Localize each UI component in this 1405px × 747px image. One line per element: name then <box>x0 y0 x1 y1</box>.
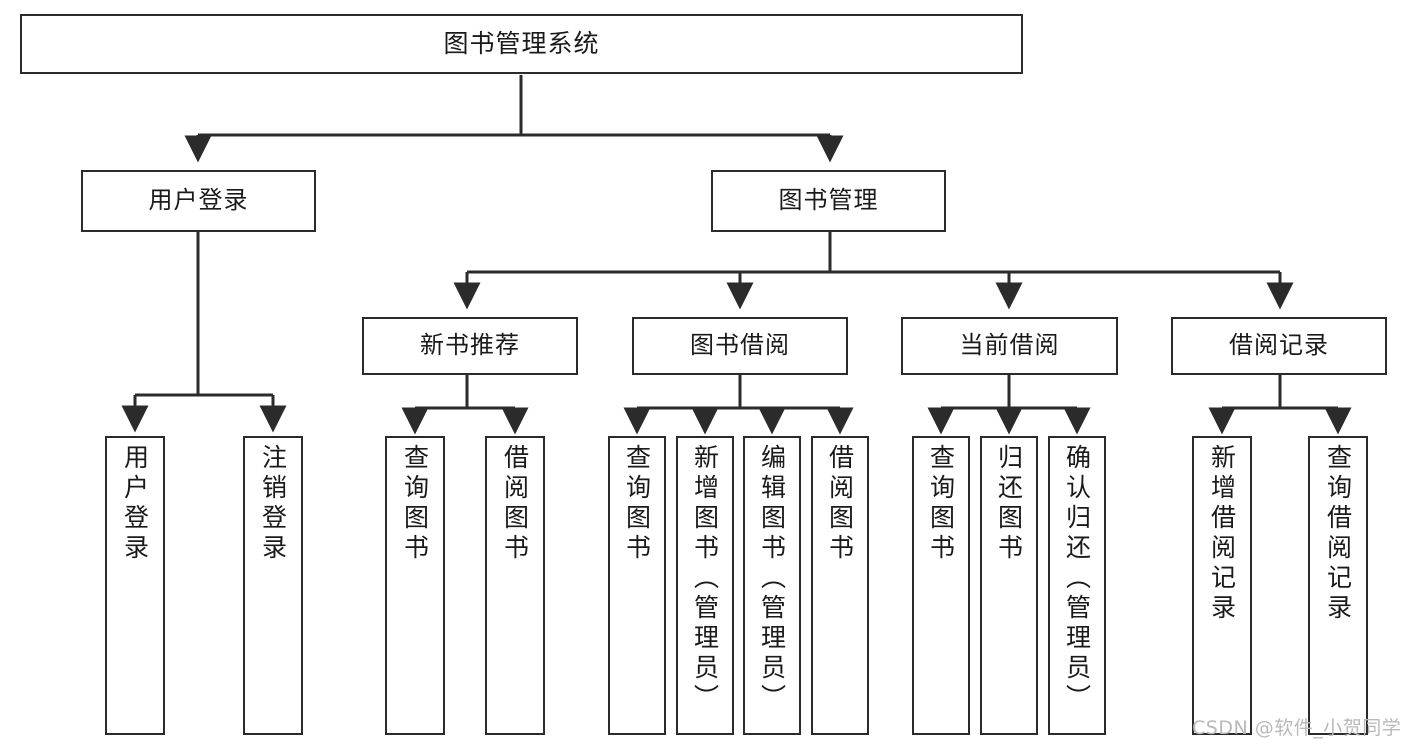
node-new-book-recommend-label: 新书推荐 <box>420 331 520 360</box>
node-leaf-user-login-label: 用户登录 <box>120 444 150 564</box>
node-leaf-add-book-admin-label: 新增图书（管理员） <box>690 444 720 714</box>
node-leaf-user-login[interactable]: 用户登录 <box>105 436 165 735</box>
node-leaf-query-book-1-label: 查询图书 <box>400 444 430 564</box>
node-new-book-recommend[interactable]: 新书推荐 <box>362 317 578 375</box>
node-leaf-return-book-label: 归还图书 <box>994 444 1024 564</box>
node-book-management[interactable]: 图书管理 <box>711 170 946 232</box>
node-root[interactable]: 图书管理系统 <box>20 14 1023 74</box>
node-user-login-label: 用户登录 <box>148 186 249 215</box>
node-leaf-confirm-return-admin[interactable]: 确认归还（管理员） <box>1048 436 1106 735</box>
node-leaf-edit-book-admin[interactable]: 编辑图书（管理员） <box>743 436 801 735</box>
node-leaf-query-book-1[interactable]: 查询图书 <box>385 436 445 735</box>
node-leaf-borrow-book-2-label: 借阅图书 <box>825 444 855 564</box>
node-book-borrow[interactable]: 图书借阅 <box>632 317 848 375</box>
node-leaf-logout-label: 注销登录 <box>258 444 288 564</box>
node-leaf-query-book-2-label: 查询图书 <box>622 444 652 564</box>
node-leaf-add-borrow-record[interactable]: 新增借阅记录 <box>1192 436 1252 735</box>
node-leaf-borrow-book-1-label: 借阅图书 <box>500 444 530 564</box>
node-leaf-borrow-book-1[interactable]: 借阅图书 <box>485 436 545 735</box>
node-leaf-query-book-2[interactable]: 查询图书 <box>608 436 666 735</box>
node-leaf-confirm-return-admin-label: 确认归还（管理员） <box>1062 444 1092 714</box>
node-book-borrow-label: 图书借阅 <box>690 331 790 360</box>
node-leaf-query-book-3-label: 查询图书 <box>926 444 956 564</box>
node-leaf-return-book[interactable]: 归还图书 <box>980 436 1038 735</box>
node-book-management-label: 图书管理 <box>778 186 879 215</box>
node-leaf-query-book-3[interactable]: 查询图书 <box>912 436 970 735</box>
node-leaf-query-borrow-record-label: 查询借阅记录 <box>1323 444 1353 624</box>
node-borrow-records-label: 借阅记录 <box>1229 331 1329 360</box>
node-leaf-add-borrow-record-label: 新增借阅记录 <box>1207 444 1237 624</box>
node-leaf-edit-book-admin-label: 编辑图书（管理员） <box>757 444 787 714</box>
csdn-watermark: CSDN @软件_小贺同学 <box>1192 717 1402 739</box>
node-current-borrow[interactable]: 当前借阅 <box>901 317 1118 375</box>
node-current-borrow-label: 当前借阅 <box>959 331 1060 360</box>
node-leaf-logout[interactable]: 注销登录 <box>243 436 303 735</box>
node-leaf-borrow-book-2[interactable]: 借阅图书 <box>811 436 869 735</box>
node-leaf-add-book-admin[interactable]: 新增图书（管理员） <box>676 436 734 735</box>
node-user-login[interactable]: 用户登录 <box>81 170 316 232</box>
node-leaf-query-borrow-record[interactable]: 查询借阅记录 <box>1308 436 1368 735</box>
node-root-label: 图书管理系统 <box>443 28 600 58</box>
node-borrow-records[interactable]: 借阅记录 <box>1171 317 1387 375</box>
